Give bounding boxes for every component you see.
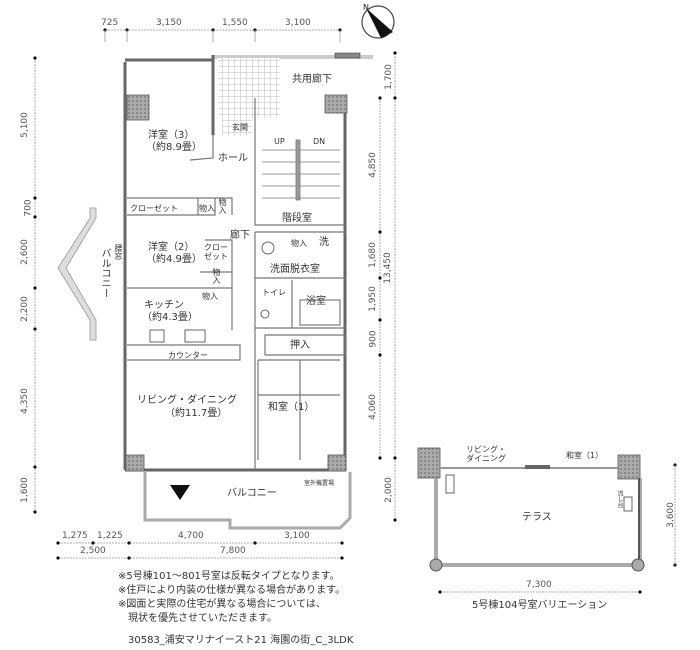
label-balcony: バルコニー	[227, 488, 277, 499]
label-oshiire: 押入	[290, 340, 310, 351]
dim-top-3: 1,550	[222, 18, 248, 28]
label-washroom: 洗面脱衣室	[270, 264, 320, 275]
footer-caption: 30583_浦安マリナイースト21 海園の街_C_3LDK	[128, 635, 354, 646]
label-shared-corridor: 共用廊下	[292, 74, 332, 85]
label-stairwell: 階段室	[282, 213, 312, 224]
label-kitchen-size: （約4.3畳）	[142, 312, 198, 323]
main-floor-plan	[57, 52, 373, 530]
label-western3: 洋室（3）	[148, 130, 195, 141]
dim-left-2: 700	[23, 199, 34, 217]
label-washitsu: 和室（1）	[268, 402, 315, 413]
label-bathroom: 浴室	[306, 296, 326, 307]
dim-left-1: 5,100	[19, 112, 30, 138]
dim-left-6: 1,600	[19, 477, 30, 503]
label-living-dining: リビング・ダイニング	[137, 395, 237, 406]
label-corridor: 廊下	[230, 230, 250, 241]
note-4: 現状を優先させていただきます。	[118, 613, 277, 624]
variation-dim-depth: 3,600	[665, 502, 676, 528]
variation-label-ld: リビング・ ダイニング	[466, 445, 506, 463]
label-storage-4: 物入	[202, 292, 218, 301]
dim-left-3: 2,600	[19, 239, 30, 265]
label-waist-window: 腰窓	[114, 244, 123, 260]
note-2: ※住戸により内装の仕様が異なる場合があります。	[118, 585, 346, 596]
dim-bottom-5: 2,500	[80, 546, 106, 556]
dim-right-5: 4,060	[367, 394, 378, 420]
svg-text:N: N	[363, 3, 369, 12]
label-closet-2: クロー ゼット	[204, 243, 228, 261]
label-living-dining-size: （約11.7畳）	[165, 408, 228, 419]
variation-dim-width: 7,300	[526, 580, 552, 590]
dim-left-4: 2,200	[19, 296, 30, 322]
label-kitchen: キッチン	[144, 300, 184, 311]
variation-floor-plan	[417, 447, 645, 572]
label-hall: ホール	[218, 153, 248, 164]
variation-label-washitsu: 和室（1）	[566, 451, 604, 460]
dim-bottom-3: 4,700	[178, 531, 204, 541]
variation-caption: 5号棟104号室バリエーション	[472, 600, 608, 611]
north-compass-icon: N	[361, 3, 395, 39]
note-1: ※5号棟101～801号室は反転タイプとなります。	[118, 571, 340, 582]
dim-left-5: 4,350	[19, 388, 30, 414]
label-western3-size: （約8.9畳）	[146, 142, 202, 153]
note-3: ※図面と実際の住宅が異なる場合については、	[118, 599, 326, 610]
label-counter: カウンター	[168, 351, 208, 360]
label-ac-space: 室外機置場	[304, 480, 335, 487]
label-storage-2: 物入	[218, 198, 227, 214]
dim-bottom-2: 1,225	[97, 531, 123, 541]
dim-bottom-6: 7,800	[220, 546, 246, 556]
dim-right-1: 4,850	[367, 152, 378, 178]
label-stair-up: UP	[274, 137, 285, 146]
label-washer: 洗	[319, 237, 329, 248]
label-western2: 洋室（2）	[148, 242, 195, 253]
down-arrow-icon	[170, 485, 190, 500]
dim-right-outer-3: 2,000	[383, 477, 394, 503]
dim-right-3: 1,950	[367, 286, 378, 312]
label-stair-dn: DN	[313, 137, 326, 146]
dim-bottom-1: 1,275	[62, 531, 88, 541]
dimension-lines	[33, 28, 677, 594]
variation-label-terrace: テラス	[522, 512, 552, 523]
label-entrance: 玄関	[232, 123, 248, 132]
label-western2-size: （約4.9畳）	[146, 254, 202, 265]
dim-right-2: 1,680	[367, 242, 378, 268]
dim-right-outer-1: 1,700	[383, 64, 394, 90]
label-closet: クローゼット	[130, 204, 178, 213]
dim-top-2: 3,150	[156, 18, 182, 28]
dim-right-4: 900	[368, 330, 379, 348]
dim-top-1: 725	[101, 18, 119, 28]
label-storage-5: 物入	[291, 239, 307, 248]
label-toilet: トイレ	[262, 288, 286, 297]
label-storage-1: 物入	[199, 204, 215, 213]
label-storage-3: 物入	[212, 268, 221, 284]
variation-label-sink: 流し台	[616, 490, 623, 508]
label-side-balcony: バルコニー	[99, 248, 110, 298]
dim-right-outer-2: 13,450	[382, 252, 393, 284]
dim-top-4: 3,100	[285, 18, 311, 28]
dim-bottom-4: 3,100	[284, 531, 310, 541]
